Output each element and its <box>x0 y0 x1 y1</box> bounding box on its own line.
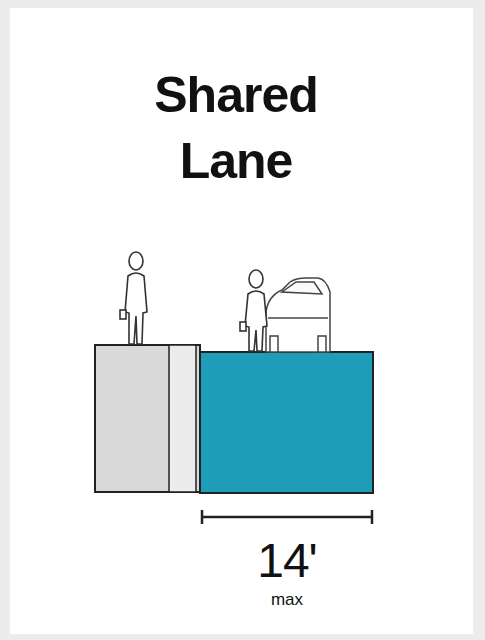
dimension-note: max <box>237 590 337 610</box>
dimension-value: 14' <box>217 536 357 586</box>
diagram-title: Shared Lane <box>121 62 351 194</box>
